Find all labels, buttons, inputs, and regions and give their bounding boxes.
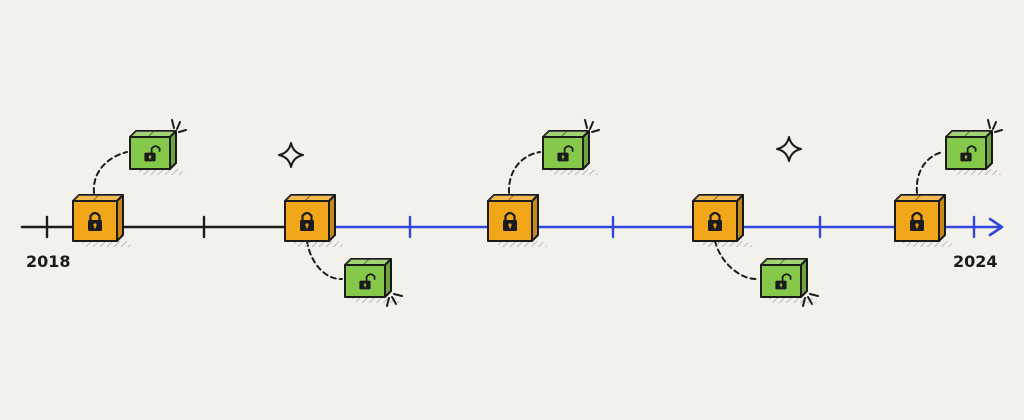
padlock-closed-icon	[300, 211, 314, 231]
padlock-closed-icon	[88, 211, 102, 231]
dashed-connector	[507, 151, 541, 194]
unlocked-box-3	[542, 130, 599, 175]
burst-lines-icon	[584, 119, 600, 133]
dashed-connector	[714, 240, 759, 281]
padlock-closed-icon	[503, 211, 517, 231]
sparkle-icon	[776, 136, 802, 162]
padlock-closed-icon	[910, 211, 924, 231]
padlock-open-icon	[960, 145, 977, 162]
start-year-label: 2018	[26, 252, 71, 271]
padlock-open-icon	[775, 273, 792, 290]
dashed-connector	[92, 151, 128, 194]
padlock-closed-icon	[708, 211, 722, 231]
locked-box-5	[894, 194, 955, 247]
unlocked-box-5	[945, 130, 1002, 175]
burst-lines-icon	[386, 293, 403, 307]
burst-lines-icon	[171, 119, 187, 133]
locked-box-2	[284, 194, 345, 247]
dashed-connector	[915, 151, 944, 194]
sparkle-icon	[278, 142, 304, 168]
unlocked-box-4	[760, 258, 817, 303]
padlock-open-icon	[144, 145, 161, 162]
locked-box-1	[72, 194, 133, 247]
locked-box-3	[487, 194, 548, 247]
padlock-open-icon	[359, 273, 376, 290]
unlocked-box-2	[344, 258, 401, 303]
unlocked-box-1	[129, 130, 186, 175]
timeline-arrowhead-icon	[988, 217, 1004, 237]
locked-box-4	[692, 194, 753, 247]
burst-lines-icon	[987, 119, 1003, 133]
end-year-label: 2024	[953, 252, 998, 271]
burst-lines-icon	[802, 293, 819, 307]
padlock-open-icon	[557, 145, 574, 162]
